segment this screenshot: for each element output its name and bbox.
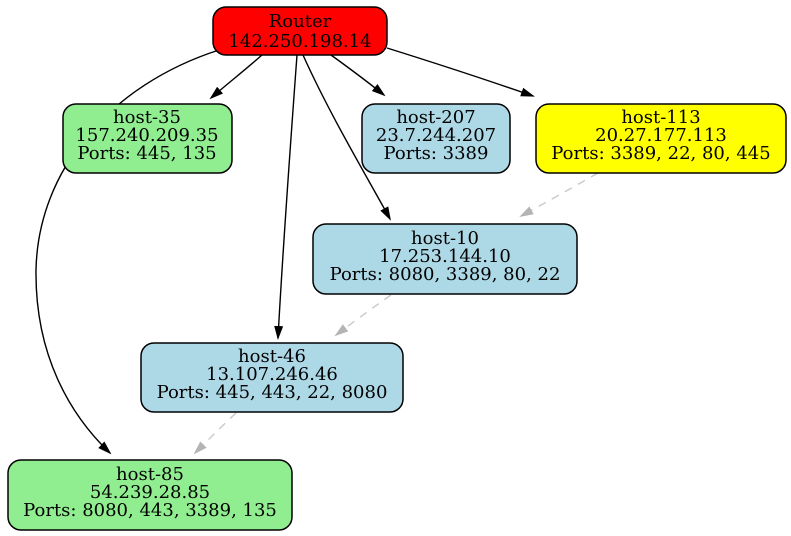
node-router-box xyxy=(212,6,388,56)
edge-layer xyxy=(35,47,599,455)
node-host-85-box xyxy=(7,459,293,531)
edge-router-to-host-10 xyxy=(302,54,391,221)
node-host-113-ports: Ports: 3389, 22, 80, 445 xyxy=(551,143,770,164)
node-host-113-box xyxy=(535,103,787,174)
edge-router-to-host-46 xyxy=(274,54,298,340)
node-host-46-label: host-46 xyxy=(238,346,306,367)
edge-router-to-host-207 xyxy=(330,54,386,97)
node-host-207: host-207 23.7.244.207 Ports: 3389 xyxy=(361,103,511,174)
node-host-46-box xyxy=(140,342,404,413)
node-host-113-label: host-113 xyxy=(621,107,700,128)
node-host-46-ip: 13.107.246.46 xyxy=(206,364,338,385)
node-host-10-box xyxy=(312,223,578,295)
edge-host-113-to-host-10 xyxy=(519,172,599,217)
node-router-ip: 142.250.198.14 xyxy=(228,31,371,52)
node-host-85-ip: 54.239.28.85 xyxy=(90,482,210,503)
edge-router-to-host-35 xyxy=(209,54,263,100)
edge-router-to-host-113 xyxy=(386,47,535,97)
node-host-113: host-113 20.27.177.113 Ports: 3389, 22, … xyxy=(535,103,787,174)
node-host-113-ip: 20.27.177.113 xyxy=(595,125,727,146)
node-host-85-label: host-85 xyxy=(116,464,184,485)
node-host-46-ports: Ports: 445, 443, 22, 8080 xyxy=(157,382,388,403)
node-host-35: host-35 157.240.209.35 Ports: 445, 135 xyxy=(62,103,233,174)
node-host-10-ports: Ports: 8080, 3389, 80, 22 xyxy=(330,264,561,285)
node-host-85-ports: Ports: 8080, 443, 3389, 135 xyxy=(23,500,277,521)
node-router: Router 142.250.198.14 xyxy=(212,6,388,56)
node-host-10-label: host-10 xyxy=(411,228,479,249)
node-host-10-ip: 17.253.144.10 xyxy=(379,246,511,267)
node-router-label: Router xyxy=(269,11,332,32)
node-host-207-ports: Ports: 3389 xyxy=(384,143,489,164)
node-host-207-box xyxy=(361,103,511,174)
edge-host-10-to-host-46 xyxy=(334,294,392,337)
node-host-35-box xyxy=(62,103,233,174)
edge-router-to-host-85 xyxy=(35,49,220,455)
node-host-207-label: host-207 xyxy=(396,107,475,128)
node-host-85: host-85 54.239.28.85 Ports: 8080, 443, 3… xyxy=(7,459,293,531)
node-host-35-ip: 157.240.209.35 xyxy=(75,125,218,146)
node-host-35-ports: Ports: 445, 135 xyxy=(77,143,216,164)
edge-host-46-to-host-85 xyxy=(193,412,237,455)
node-host-207-ip: 23.7.244.207 xyxy=(376,125,496,146)
node-host-46: host-46 13.107.246.46 Ports: 445, 443, 2… xyxy=(140,342,404,413)
node-host-35-label: host-35 xyxy=(113,107,181,128)
node-host-10: host-10 17.253.144.10 Ports: 8080, 3389,… xyxy=(312,223,578,295)
